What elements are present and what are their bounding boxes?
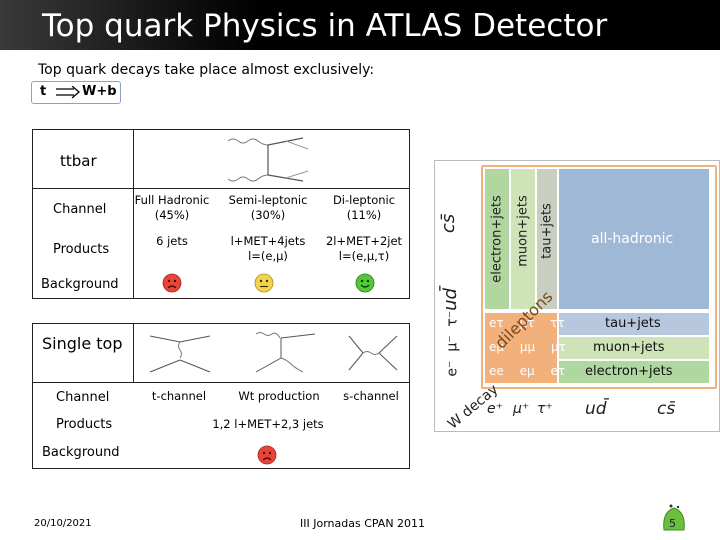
muon-jets-row xyxy=(559,337,709,359)
single-top-products-label: Products xyxy=(56,417,113,432)
dilepton-row-mu: eμ μμ μτ xyxy=(489,340,566,354)
tau-jets-row xyxy=(559,313,709,335)
title-gradient xyxy=(0,0,260,50)
dilepton-row-tau: eτ μτ ττ xyxy=(489,316,565,330)
cs-bottom-label: cs̄ xyxy=(657,399,676,419)
page-number-badge: 5 xyxy=(660,502,688,534)
sad-face-icon xyxy=(257,445,277,465)
single-top-channel-label: Channel xyxy=(56,390,110,405)
mu-plus-label: μ⁺ xyxy=(513,401,530,417)
electron-jets-row xyxy=(559,361,709,383)
ttbar-channel-semi-leptonic: Semi-leptonic(30%) xyxy=(228,193,308,222)
single-top-channel-wt: Wt production xyxy=(238,389,320,403)
cs-label: cs̄ xyxy=(438,213,460,234)
page-number: 5 xyxy=(669,517,676,530)
slide-title: Top quark Physics in ATLAS Detector xyxy=(42,8,608,44)
dilepton-block xyxy=(485,313,557,383)
ttbar-feynman-diagram xyxy=(227,137,309,182)
single-top-panel: Single top Channel Products Background t… xyxy=(32,323,410,469)
ttbar-heading: ttbar xyxy=(60,152,97,170)
ttbar-panel: ttbar Channel Products Background Full H… xyxy=(32,129,410,299)
tau-jets-row-label: tau+jets xyxy=(605,316,661,331)
footer-date: 20/10/2021 xyxy=(34,518,92,529)
dilepton-row-e: ee eμ eτ xyxy=(489,364,566,378)
sad-face-icon xyxy=(162,273,182,293)
footer-center: III Jornadas CPAN 2011 xyxy=(300,517,426,530)
decay-box: t W+b xyxy=(31,81,121,104)
top-pair-decay-chart: cs̄ ud̄ τ⁻ μ⁻ e⁻ electron+jets muon+jets… xyxy=(434,160,720,433)
electron-jets-row-label: electron+jets xyxy=(585,364,673,379)
ttbar-channel-label: Channel xyxy=(53,202,107,217)
ttbar-channel-full-hadronic: Full Hadronic(45%) xyxy=(134,193,210,222)
e-plus-label: e⁺ xyxy=(487,401,504,417)
neutral-face-icon xyxy=(254,273,274,293)
single-top-background-label: Background xyxy=(42,445,120,460)
ud-bottom-label: ud̄ xyxy=(585,399,607,419)
lepton-labels: τ⁻ μ⁻ e⁻ xyxy=(444,310,461,377)
ttbar-products-full-hadronic: 6 jets xyxy=(156,234,188,248)
intro-text: Top quark decays take place almost exclu… xyxy=(38,62,375,78)
single-top-channel-s: s-channel xyxy=(343,389,399,403)
ttbar-products-label: Products xyxy=(53,242,110,257)
all-hadronic-label: all-hadronic xyxy=(591,231,674,247)
muon-jets-row-label: muon+jets xyxy=(593,340,665,355)
happy-face-icon xyxy=(355,273,375,293)
single-top-heading: Single top xyxy=(42,334,123,353)
arrow-icon xyxy=(56,86,80,99)
single-top-channel-t: t-channel xyxy=(151,389,207,403)
s-channel-diagram xyxy=(348,335,398,371)
electron-jets-label: electron+jets xyxy=(489,195,505,283)
tau-plus-label: τ⁺ xyxy=(537,401,553,417)
muon-jets-column xyxy=(511,169,535,309)
page-badge-icon xyxy=(663,504,685,531)
tau-jets-column xyxy=(537,169,557,309)
title-bar: Top quark Physics in ATLAS Detector xyxy=(0,0,720,50)
electron-jets-column xyxy=(485,169,509,309)
tau-jets-label: tau+jets xyxy=(539,203,555,259)
decay-left: t xyxy=(40,84,47,99)
all-hadronic-block xyxy=(559,169,709,309)
ttbar-channel-di-leptonic: Di-leptonic(11%) xyxy=(332,193,396,222)
ttbar-background-label: Background xyxy=(41,277,119,292)
muon-jets-label: muon+jets xyxy=(515,195,531,267)
decay-right: W+b xyxy=(82,84,117,99)
single-top-products: 1,2 l+MET+2,3 jets xyxy=(212,417,324,431)
wt-production-diagram xyxy=(255,332,316,373)
t-channel-diagram xyxy=(149,335,211,373)
